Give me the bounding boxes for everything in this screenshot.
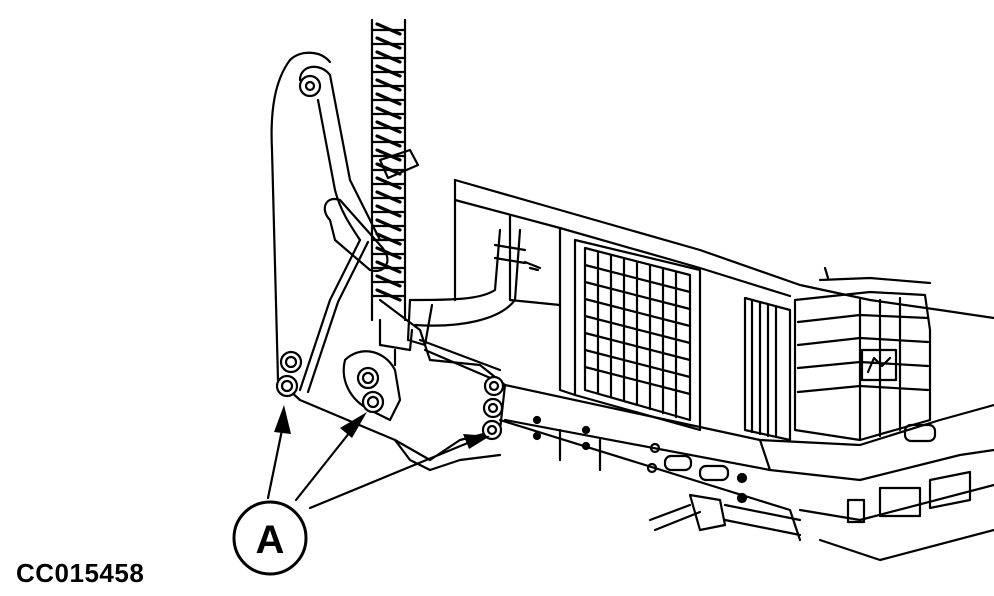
lever-arm [298, 65, 389, 394]
mounting-bolts [275, 350, 505, 441]
radiator-pipe [406, 228, 542, 382]
callout-a: A [232, 500, 308, 576]
coiled-hose [370, 18, 420, 367]
callout-a-label: A [256, 518, 285, 562]
callout-leaders [266, 428, 477, 510]
figure-id: CC015458 [16, 558, 145, 588]
machine-frame [453, 178, 994, 562]
callout-arrowheads [274, 405, 490, 449]
